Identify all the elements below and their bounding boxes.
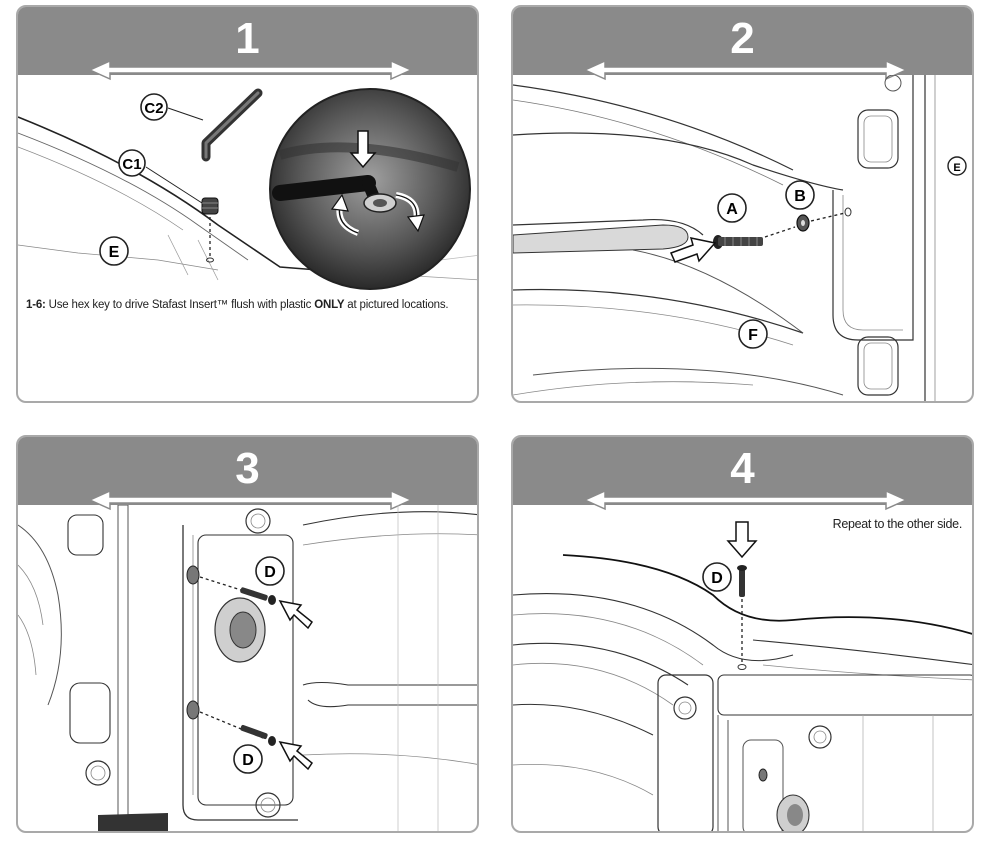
step-header: 3 bbox=[18, 437, 477, 505]
insert-icon bbox=[201, 197, 219, 215]
callout-c2: C2 bbox=[144, 100, 163, 117]
screw-icon bbox=[737, 565, 747, 597]
push-arrow-icon bbox=[349, 130, 377, 169]
callout-c1: C1 bbox=[122, 156, 141, 173]
double-arrow-icon bbox=[88, 59, 413, 81]
step-number: 2 bbox=[730, 14, 755, 63]
callout-d: D bbox=[711, 570, 723, 587]
step-number: 3 bbox=[235, 444, 260, 493]
push-arrow-icon bbox=[726, 521, 758, 559]
step-illustration: D D bbox=[18, 505, 477, 831]
step-panel-1: 1 C2 C1 E bbox=[16, 5, 479, 403]
push-arrow-icon bbox=[278, 599, 314, 771]
step-number: 4 bbox=[730, 444, 755, 493]
callout-e: E bbox=[109, 244, 120, 261]
double-arrow-icon bbox=[88, 489, 413, 511]
step-illustration: C2 C1 E bbox=[18, 88, 477, 290]
callout-d: D bbox=[242, 752, 254, 769]
screw-icon bbox=[713, 235, 763, 249]
callout-d: D bbox=[264, 564, 276, 581]
screw-icon bbox=[240, 724, 276, 746]
double-arrow-icon bbox=[583, 59, 908, 81]
step-number: 1 bbox=[235, 14, 260, 63]
step-panel-2: 2 bbox=[511, 5, 974, 403]
step-panel-3: 3 bbox=[16, 435, 479, 833]
callout-b: B bbox=[794, 188, 806, 205]
screw-icon bbox=[240, 587, 276, 605]
repeat-note: Repeat to the other side. bbox=[832, 517, 963, 531]
double-arrow-icon bbox=[583, 489, 908, 511]
callout-e: E bbox=[953, 162, 960, 174]
callout-f: F bbox=[748, 327, 758, 344]
hex-key-icon bbox=[201, 88, 263, 162]
step-header: 1 bbox=[18, 7, 477, 75]
step-header: 2 bbox=[513, 7, 972, 75]
instruction-text: 1-6: Use hex key to drive Stafast Insert… bbox=[26, 299, 449, 311]
rotate-arrow-icon bbox=[330, 192, 425, 236]
step-panel-4: 4 Repeat to the other side. bbox=[511, 435, 974, 833]
push-arrow-icon bbox=[669, 237, 717, 263]
callout-a: A bbox=[726, 201, 738, 218]
step-illustration: D bbox=[513, 521, 972, 831]
washer-icon bbox=[796, 214, 810, 232]
step-illustration: A B E F bbox=[513, 75, 967, 401]
detail-zoom bbox=[269, 88, 471, 290]
step-header: 4 bbox=[513, 437, 972, 505]
